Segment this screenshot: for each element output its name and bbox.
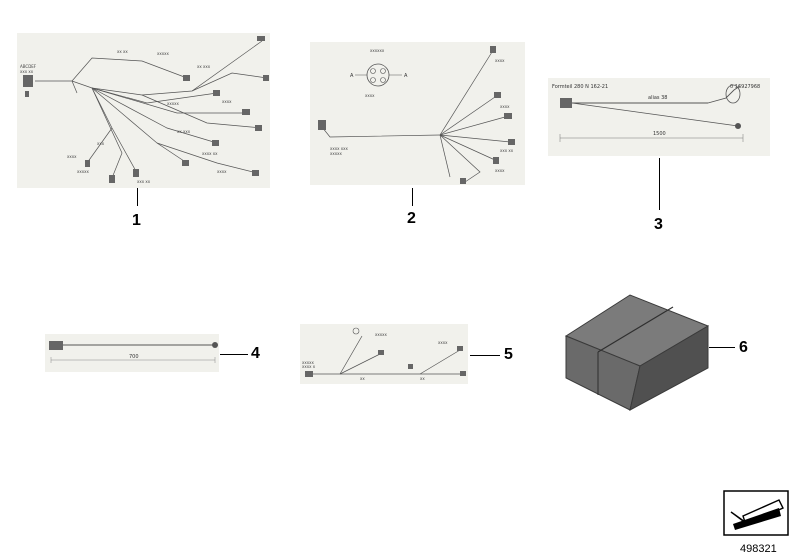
callout-6: 6 — [739, 339, 748, 356]
svg-text:xxx xx: xxx xx — [20, 69, 34, 74]
svg-text:xxx: xxx — [97, 141, 105, 146]
svg-text:A: A — [350, 73, 354, 79]
svg-text:xxxxxx: xxxxxx — [370, 48, 385, 53]
svg-text:xxxx xx: xxxx xx — [202, 151, 218, 156]
cable-4-drawing: 700 — [45, 334, 219, 372]
svg-text:xxxx: xxxx — [217, 169, 227, 174]
box-side-face — [629, 325, 709, 411]
svg-text:1500: 1500 — [653, 131, 666, 137]
svg-text:xxxxx: xxxxx — [302, 360, 314, 365]
svg-text:700: 700 — [129, 354, 139, 360]
svg-text:0 16927968: 0 16927968 — [730, 84, 760, 90]
box-front-face — [565, 335, 641, 411]
svg-text:xxx xx: xxx xx — [500, 148, 514, 153]
connector-face-diagram: A A — [350, 63, 408, 87]
svg-text:xxxx: xxxx — [495, 58, 505, 63]
callout-1: 1 — [132, 212, 141, 229]
callout-4-leader — [220, 354, 248, 355]
box-tape-line — [597, 306, 674, 353]
callout-5: 5 — [504, 346, 513, 363]
svg-text:xxxx: xxxx — [438, 340, 448, 345]
svg-text:xxxx: xxxx — [365, 93, 375, 98]
svg-text:xx: xx — [360, 376, 365, 381]
callout-5-leader — [470, 355, 500, 356]
cable-3-svg: Formteil 280 N 162-21 0 16927968 alias 3… — [552, 84, 760, 142]
callout-1-leader — [137, 188, 138, 206]
svg-text:xxxxx: xxxxx — [330, 151, 342, 156]
svg-text:xxxx xxx: xxxx xxx — [330, 146, 348, 151]
box-top-face — [564, 294, 710, 367]
svg-text:xxx xx: xxx xx — [137, 179, 151, 184]
svg-text:xxxxx: xxxxx — [375, 332, 387, 337]
callout-2-leader — [412, 188, 413, 206]
svg-text:Formteil 280 N 162-21: Formteil 280 N 162-21 — [552, 84, 608, 90]
svg-text:xx xxx: xx xxx — [177, 129, 191, 134]
svg-text:xxxx: xxxx — [495, 168, 505, 173]
svg-text:xxxxx: xxxxx — [157, 51, 169, 56]
callout-6-leader — [709, 347, 735, 348]
cable-4-svg: 700 — [49, 341, 218, 363]
arrow-box-icon — [723, 490, 789, 536]
svg-text:xxxx: xxxx — [222, 99, 232, 104]
callout-2: 2 — [407, 210, 416, 227]
catalog-number: 498321 — [740, 543, 777, 555]
svg-text:A: A — [404, 73, 408, 79]
svg-text:xx xxx: xx xxx — [197, 64, 211, 69]
svg-text:xxxx: xxxx — [500, 104, 510, 109]
svg-text:xxxxx: xxxxx — [77, 169, 89, 174]
callout-3-leader — [659, 158, 660, 210]
callout-3: 3 — [654, 216, 663, 233]
svg-text:xxxx x: xxxx x — [302, 364, 316, 369]
svg-text:alias 38: alias 38 — [648, 95, 667, 101]
svg-text:xxxx: xxxx — [67, 154, 77, 159]
cable-3-drawing: Formteil 280 N 162-21 0 16927968 alias 3… — [548, 78, 770, 156]
svg-text:ABCDEF: ABCDEF — [20, 64, 37, 69]
svg-text:xx xx: xx xx — [117, 49, 128, 54]
svg-text:xxxxx: xxxxx — [167, 101, 179, 106]
svg-text:xx: xx — [420, 376, 425, 381]
callout-4: 4 — [251, 345, 260, 362]
